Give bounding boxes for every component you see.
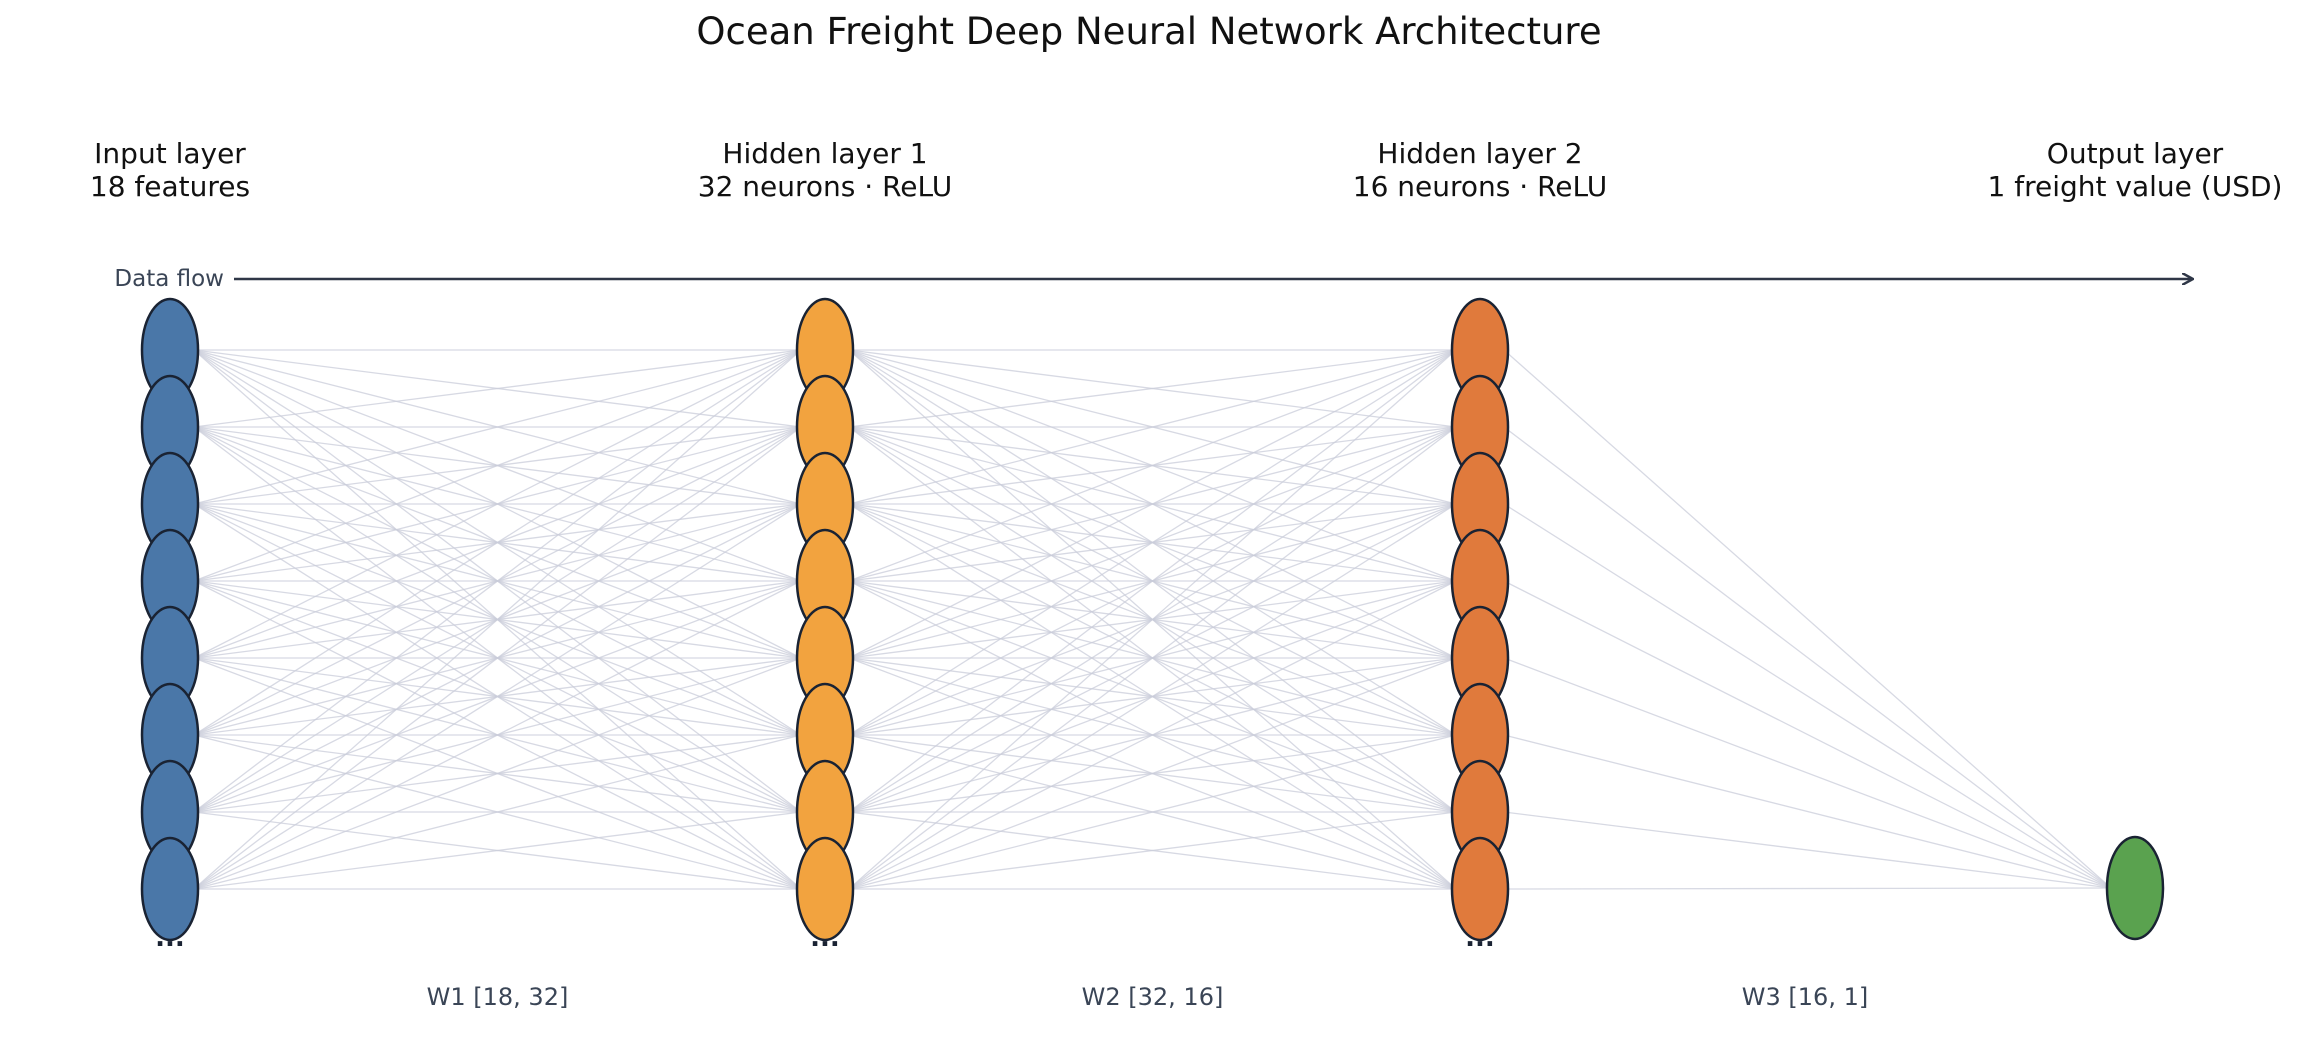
connection-line — [1503, 811, 2112, 889]
layer-detail-hidden2: 16 neurons · ReLU — [1353, 170, 1607, 203]
connection-line — [193, 811, 802, 890]
connection-line — [193, 426, 802, 890]
connection-line — [193, 349, 802, 582]
connection-line — [848, 426, 1457, 890]
hidden2-ellipsis: ... — [1465, 923, 1495, 953]
output-neuron — [2105, 835, 2165, 941]
connection-line — [848, 349, 1457, 736]
weight-labels: W1 [18, 32] W2 [32, 16] W3 [16, 1] — [427, 983, 1869, 1011]
connection-line — [1503, 580, 2112, 889]
connection-line — [193, 349, 802, 890]
truncation-markers: ......... — [155, 923, 1495, 953]
layer-title-input: Input layer — [94, 137, 246, 170]
connection-line — [1503, 887, 2112, 890]
connection-line — [1503, 349, 2112, 889]
connection-line — [193, 580, 802, 890]
weight-label-w3: W3 [16, 1] — [1742, 983, 1868, 1011]
connection-line — [1503, 657, 2112, 889]
nodes — [140, 297, 2165, 942]
connection-line — [193, 349, 802, 813]
connection-line — [848, 349, 1457, 582]
connection-line — [848, 657, 1457, 890]
layer-detail-output: 1 freight value (USD) — [1988, 170, 2283, 203]
connection-line — [193, 349, 802, 736]
connection-line — [848, 349, 1457, 659]
hidden1-neuron — [795, 836, 855, 942]
connection-line — [848, 734, 1457, 890]
connection-line — [848, 349, 1457, 813]
connection-line — [1503, 503, 2112, 889]
layer-title-hidden1: Hidden layer 1 — [722, 137, 927, 170]
layer-title-output: Output layer — [2047, 137, 2224, 170]
weight-label-w2: W2 [32, 16] — [1082, 983, 1224, 1011]
diagram-title: Ocean Freight Deep Neural Network Archit… — [696, 10, 1601, 53]
input-neuron — [140, 836, 200, 942]
connections — [193, 349, 2112, 890]
connection-line — [193, 503, 802, 890]
layer-detail-hidden1: 32 neurons · ReLU — [698, 170, 952, 203]
connection-line — [848, 580, 1457, 890]
connection-line — [848, 349, 1457, 890]
input-ellipsis: ... — [155, 923, 185, 953]
connection-line — [848, 349, 1457, 428]
connection-line — [848, 349, 1457, 505]
layer-detail-input: 18 features — [90, 170, 250, 203]
connection-line — [848, 503, 1457, 890]
weight-label-w1: W1 [18, 32] — [427, 983, 569, 1011]
connection-line — [1503, 426, 2112, 889]
connection-line — [193, 349, 802, 428]
connection-line — [193, 349, 802, 659]
hidden1-ellipsis: ... — [810, 923, 840, 953]
connection-line — [193, 657, 802, 890]
data-flow-label: Data flow — [114, 266, 224, 292]
connection-line — [848, 811, 1457, 890]
connection-line — [193, 734, 802, 890]
hidden2-neuron — [1450, 836, 1510, 942]
layer-title-hidden2: Hidden layer 2 — [1377, 137, 1582, 170]
data-flow-indicator: Data flow — [114, 266, 2192, 292]
connection-line — [1503, 734, 2112, 889]
connection-line — [193, 349, 802, 505]
